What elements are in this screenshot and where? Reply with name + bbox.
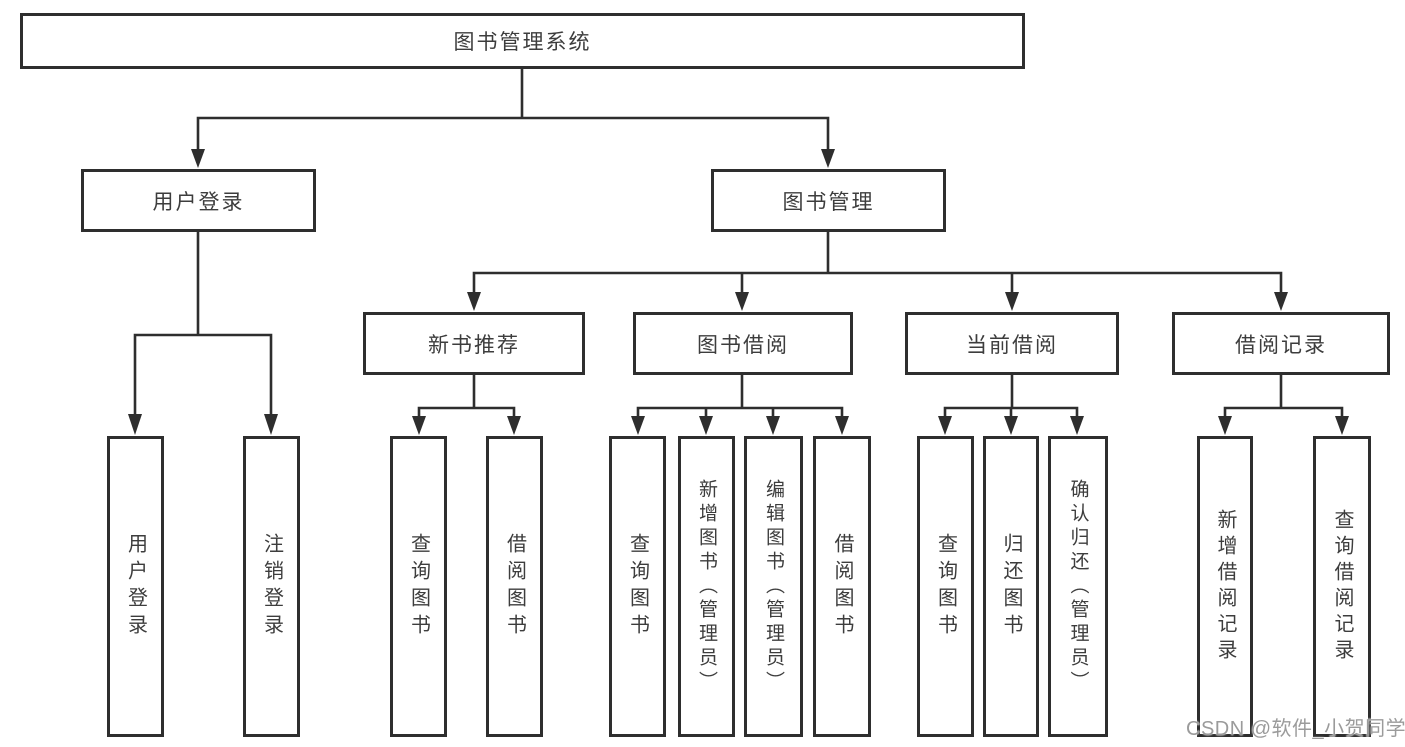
leaf-confirm-return-admin: 确认归还（管理员）: [1048, 436, 1108, 737]
node-label: 归还图书: [1000, 532, 1022, 641]
node-label: 图书借阅: [697, 333, 789, 357]
node-label: 编辑图书（管理员）: [763, 478, 784, 695]
leaf-add-books-admin: 新增图书（管理员）: [678, 436, 735, 737]
leaf-edit-books-admin: 编辑图书（管理员）: [744, 436, 803, 737]
leaf-query-books-current: 查询图书: [917, 436, 974, 737]
arrow-down-icon: [1218, 416, 1232, 435]
node-label: 查询图书: [407, 532, 430, 641]
node-label: 用户登录: [152, 190, 245, 214]
arrow-down-icon: [128, 414, 142, 435]
node-label: 注销登录: [260, 532, 283, 641]
node-borrow-records: 借阅记录: [1172, 312, 1390, 375]
arrow-down-icon: [1005, 292, 1019, 311]
connector-new-book-recommend-to-leaves: [412, 373, 521, 435]
connector-user-login-to-leaves: [128, 230, 278, 435]
arrow-down-icon: [264, 414, 278, 435]
arrow-down-icon: [835, 416, 849, 435]
node-label: 新增借阅记录: [1214, 508, 1236, 665]
leaf-user-login: 用户登录: [107, 436, 164, 737]
node-label: 确认归还（管理员）: [1067, 478, 1089, 695]
node-label: 新书推荐: [428, 333, 520, 357]
arrow-down-icon: [412, 416, 426, 435]
node-label: 用户登录: [124, 532, 147, 641]
arrow-down-icon: [1274, 292, 1288, 311]
connector-book-management-to-modules: [467, 230, 1288, 311]
arrow-down-icon: [938, 416, 952, 435]
arrow-down-icon: [1070, 416, 1084, 435]
arrow-down-icon: [507, 416, 521, 435]
connector-current-borrow-to-leaves: [938, 373, 1084, 435]
arrow-down-icon: [1335, 416, 1349, 435]
arrow-down-icon: [699, 416, 713, 435]
node-label: 新增图书（管理员）: [696, 478, 717, 695]
node-user-login: 用户登录: [81, 169, 316, 232]
connector-root-to-branches: [191, 67, 835, 168]
leaf-return-books: 归还图书: [983, 436, 1039, 737]
node-label: 查询图书: [626, 532, 649, 641]
node-label: 借阅记录: [1235, 333, 1327, 357]
leaf-query-books-recommend: 查询图书: [390, 436, 447, 737]
node-current-borrow: 当前借阅: [905, 312, 1119, 375]
leaf-add-borrow-record: 新增借阅记录: [1197, 436, 1253, 737]
arrow-down-icon: [735, 292, 749, 311]
arrow-down-icon: [1004, 416, 1018, 435]
watermark: CSDN @软件_小贺同学: [1186, 718, 1405, 740]
node-new-book-recommend: 新书推荐: [363, 312, 585, 375]
node-label: 借阅图书: [503, 532, 526, 641]
arrow-down-icon: [467, 292, 481, 311]
node-root-system: 图书管理系统: [20, 13, 1025, 69]
arrow-down-icon: [766, 416, 780, 435]
node-label: 图书管理: [782, 190, 875, 214]
node-label: 图书管理系统: [453, 31, 592, 54]
arrow-down-icon: [821, 149, 835, 168]
node-label: 借阅图书: [831, 532, 853, 641]
connector-book-borrow-to-leaves: [631, 373, 849, 435]
arrow-down-icon: [631, 416, 645, 435]
connector-borrow-records-to-leaves: [1218, 373, 1349, 435]
node-label: 当前借阅: [966, 333, 1058, 357]
leaf-borrow-books-recommend: 借阅图书: [486, 436, 543, 737]
leaf-logout: 注销登录: [243, 436, 300, 737]
leaf-borrow-books-borrow: 借阅图书: [813, 436, 871, 737]
leaf-query-books-borrow: 查询图书: [609, 436, 666, 737]
leaf-query-borrow-record: 查询借阅记录: [1313, 436, 1371, 737]
node-book-borrow: 图书借阅: [633, 312, 853, 375]
node-book-management: 图书管理: [711, 169, 946, 232]
node-label: 查询借阅记录: [1331, 508, 1353, 665]
arrow-down-icon: [191, 149, 205, 168]
node-label: 查询图书: [934, 532, 957, 641]
